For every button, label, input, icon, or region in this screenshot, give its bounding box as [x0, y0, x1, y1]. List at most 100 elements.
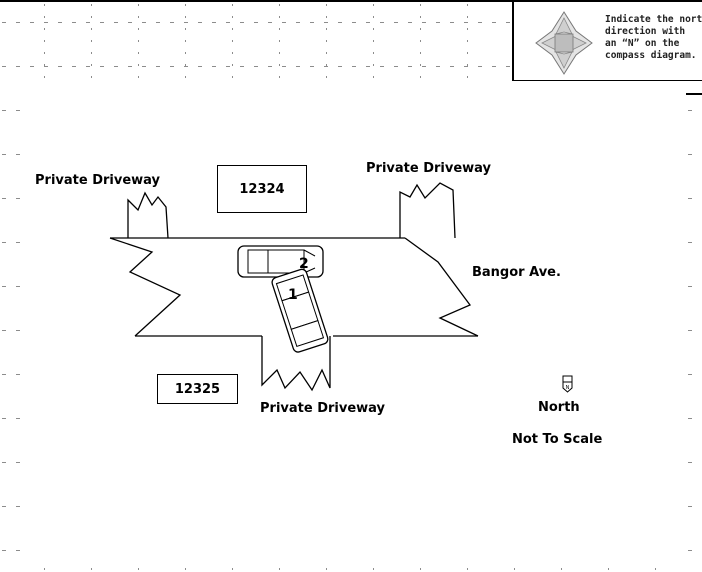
grid-dot [420, 568, 421, 570]
grid-dash [16, 66, 20, 67]
north-arrow-icon: N [562, 375, 573, 393]
grid-dot [420, 4, 421, 6]
grid-dash [58, 22, 62, 23]
address-box-bottom: 12325 [157, 374, 238, 404]
grid-dash [240, 66, 244, 67]
grid-dash [86, 66, 90, 67]
grid-dot [326, 76, 327, 78]
grid-dot [467, 64, 468, 66]
grid-dash [254, 22, 258, 23]
grid-dash [436, 22, 440, 23]
grid-dot [420, 52, 421, 54]
grid-dot [373, 568, 374, 570]
grid-dot [44, 16, 45, 18]
grid-dash [2, 374, 6, 375]
grid-dash [100, 22, 104, 23]
grid-dot [91, 52, 92, 54]
grid-dash [324, 66, 328, 67]
driveway-top-right-shape [399, 182, 456, 239]
grid-dash [16, 22, 20, 23]
grid-dash [492, 22, 496, 23]
grid-dash [394, 22, 398, 23]
grid-dash [184, 22, 188, 23]
grid-dash [156, 22, 160, 23]
grid-dot [420, 16, 421, 18]
grid-dot [514, 568, 515, 570]
address-top-label: 12324 [239, 181, 285, 197]
street-label: Bangor Ave. [472, 265, 561, 280]
vehicle-2 [237, 245, 324, 278]
grid-dash [436, 66, 440, 67]
grid-dot [44, 568, 45, 570]
grid-dash [688, 154, 692, 155]
grid-dot [326, 16, 327, 18]
grid-dot [608, 568, 609, 570]
grid-dash [688, 110, 692, 111]
grid-dash [408, 66, 412, 67]
scale-note: Not To Scale [512, 432, 603, 447]
grid-dot [138, 52, 139, 54]
grid-dash [688, 330, 692, 331]
grid-dot [91, 76, 92, 78]
vehicle-1 [271, 268, 329, 353]
grid-dot [279, 64, 280, 66]
grid-dot [232, 76, 233, 78]
grid-dash [30, 66, 34, 67]
compass-instruction-line: direction with [605, 26, 686, 37]
grid-dash [254, 66, 258, 67]
grid-dot [232, 52, 233, 54]
grid-dot [279, 52, 280, 54]
grid-dash [2, 22, 6, 23]
north-label: North [538, 400, 580, 415]
grid-dash [506, 22, 510, 23]
compass-instruction-line: Indicate the north [605, 14, 702, 25]
grid-dash [2, 330, 6, 331]
grid-dash [688, 198, 692, 199]
driveway-label-top-left: Private Driveway [35, 173, 161, 188]
compass-icon [535, 11, 593, 75]
grid-dash [688, 286, 692, 287]
grid-dash [16, 462, 20, 463]
top-border [0, 0, 702, 2]
grid-dash [2, 418, 6, 419]
grid-dash [268, 22, 272, 23]
grid-dash [464, 66, 468, 67]
driveway-bottom-shape [261, 336, 331, 392]
grid-dash [170, 66, 174, 67]
grid-dot [373, 76, 374, 78]
road-right-break [404, 237, 479, 337]
grid-dot [185, 4, 186, 6]
grid-dot [232, 40, 233, 42]
grid-dot [467, 568, 468, 570]
grid-dot [138, 568, 139, 570]
grid-dot [185, 16, 186, 18]
grid-dash [688, 242, 692, 243]
grid-dash [100, 66, 104, 67]
grid-dash [296, 22, 300, 23]
grid-dot [185, 64, 186, 66]
grid-dash [16, 506, 20, 507]
grid-dot [44, 64, 45, 66]
grid-dash [16, 198, 20, 199]
driveway-label-bottom: Private Driveway [260, 401, 386, 416]
grid-dot [420, 64, 421, 66]
grid-dash [688, 462, 692, 463]
grid-dash [394, 66, 398, 67]
grid-dash [44, 66, 48, 67]
grid-dot [467, 76, 468, 78]
grid-dot [467, 40, 468, 42]
grid-dash [492, 66, 496, 67]
grid-dash [2, 462, 6, 463]
grid-dot [467, 4, 468, 6]
grid-dot [373, 52, 374, 54]
grid-dot [279, 40, 280, 42]
grid-dash [338, 22, 342, 23]
grid-dash [226, 66, 230, 67]
grid-dash [366, 66, 370, 67]
grid-dot [326, 40, 327, 42]
grid-dot [326, 52, 327, 54]
grid-dot [138, 76, 139, 78]
grid-dot [373, 16, 374, 18]
compass-instructions: Indicate the north direction with an “N”… [605, 14, 702, 62]
